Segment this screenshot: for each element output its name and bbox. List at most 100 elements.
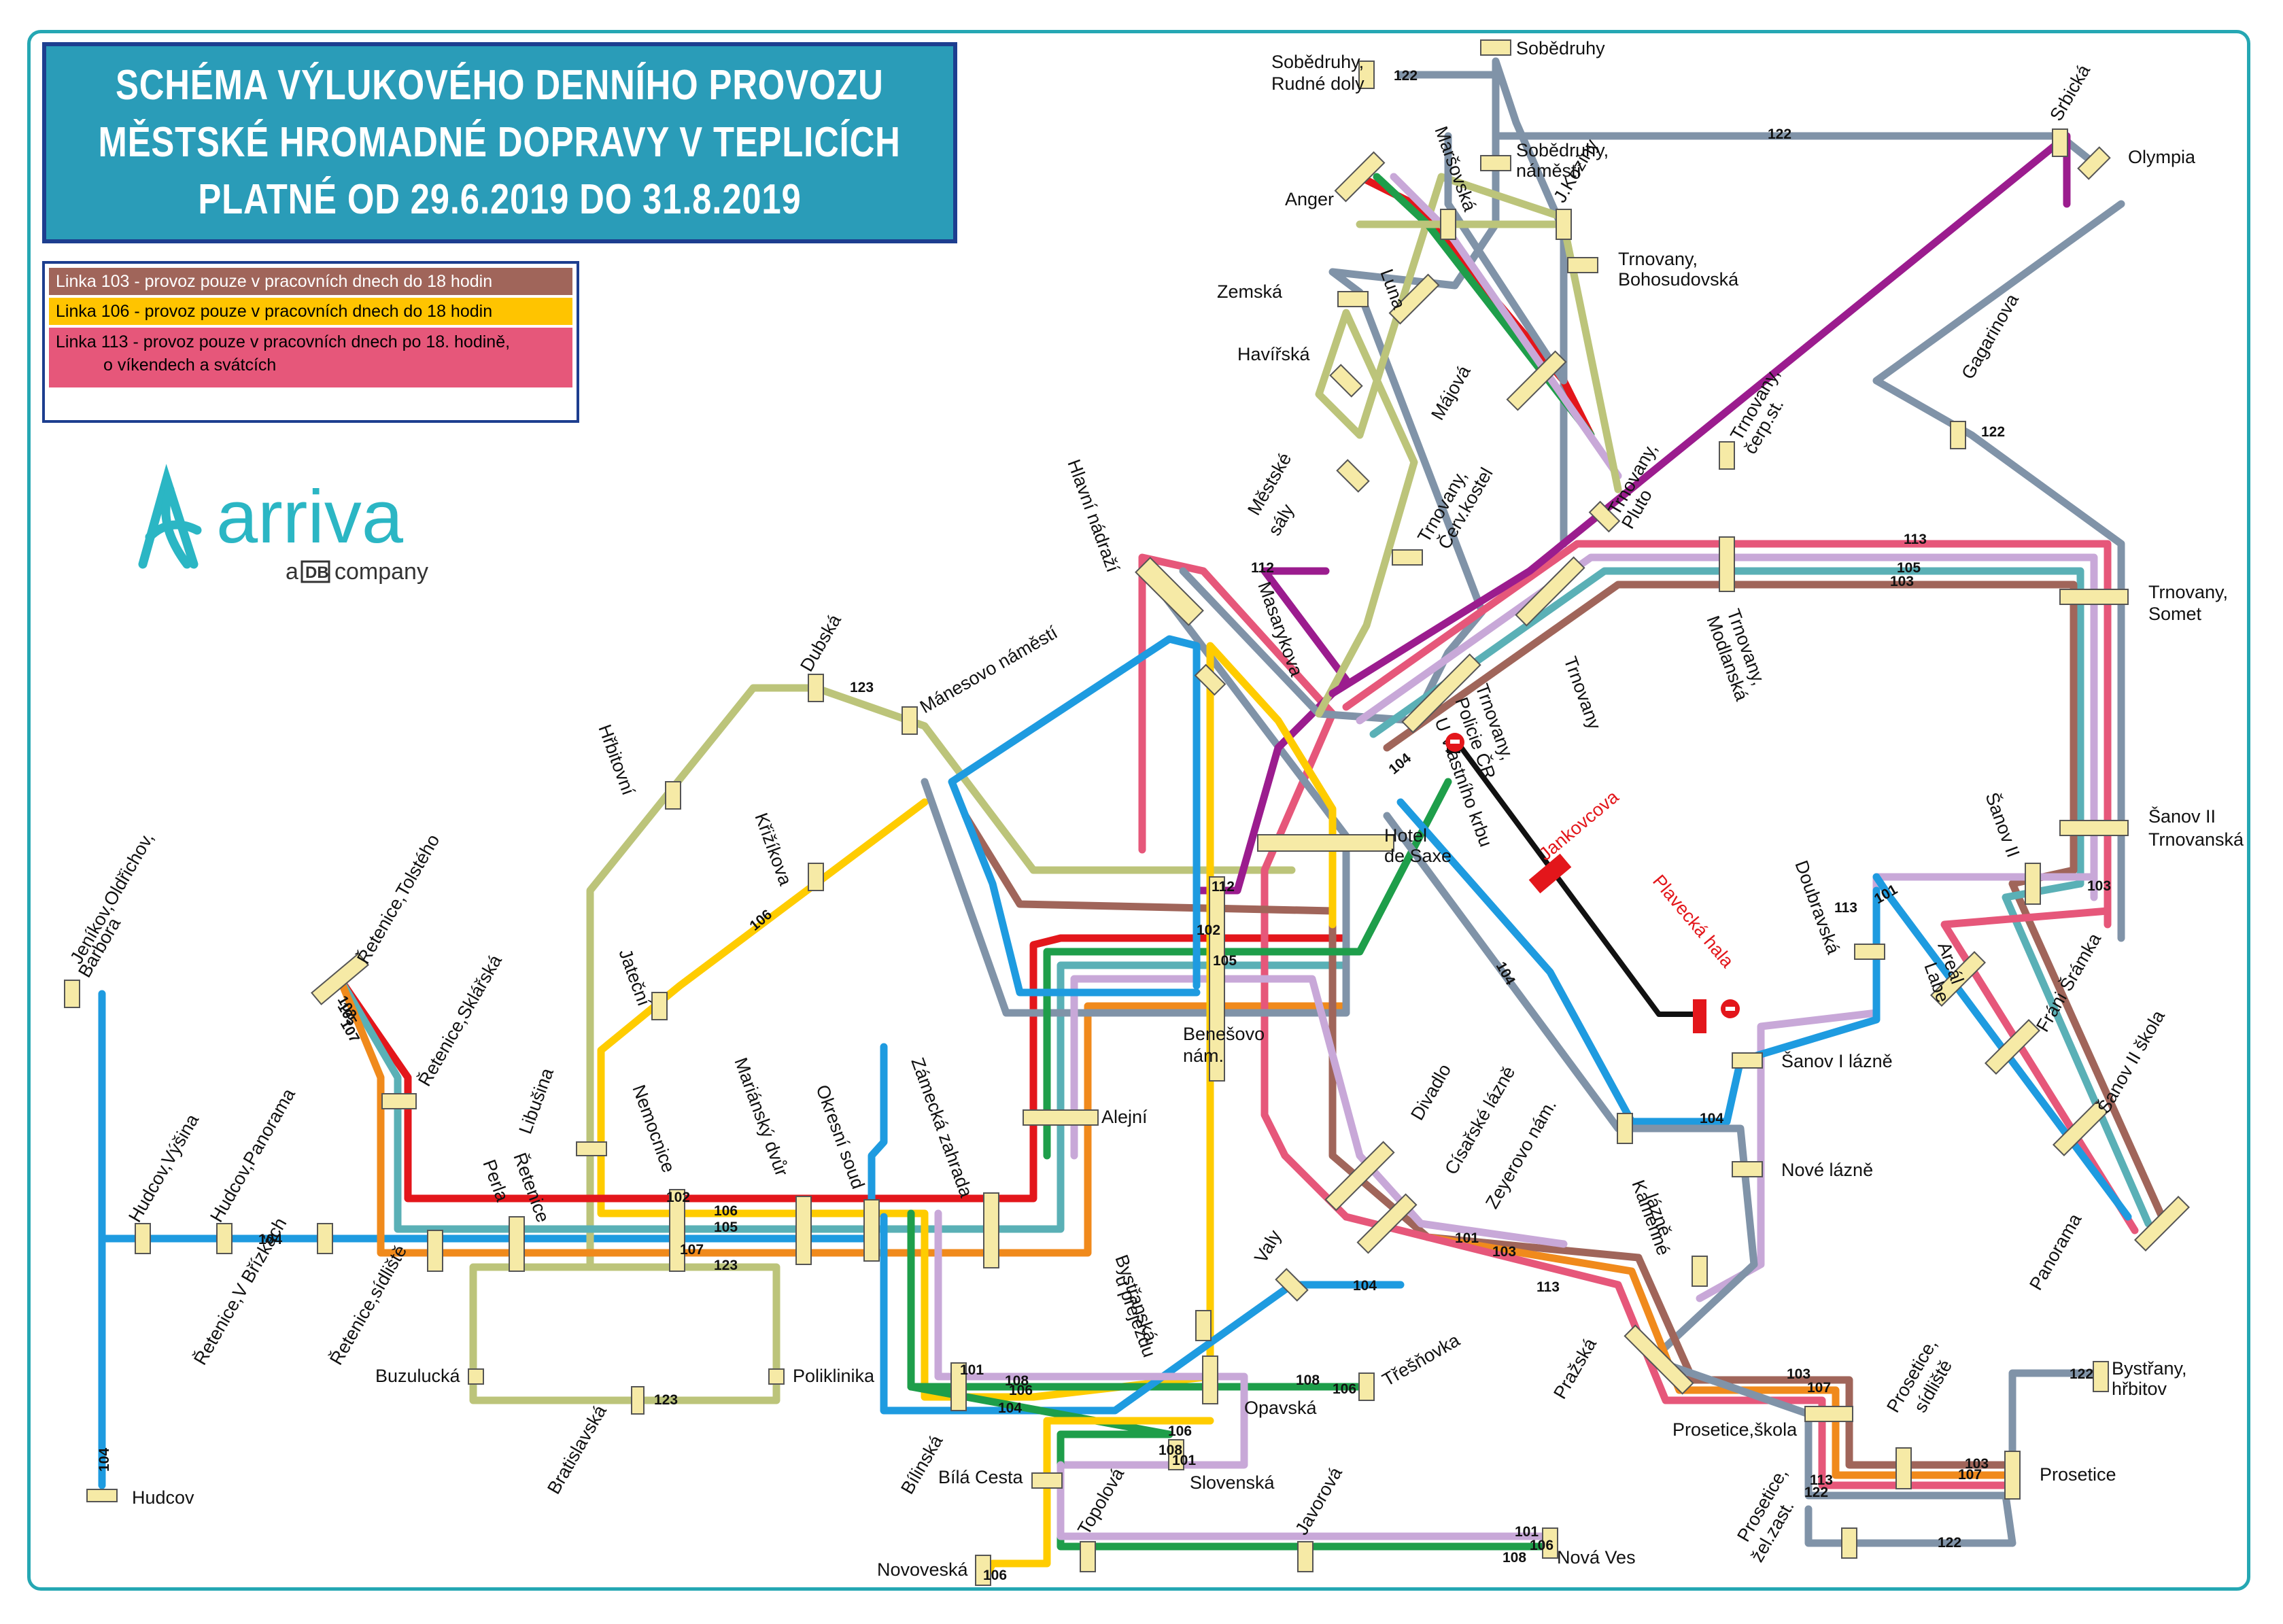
stop-marker[interactable] [808, 674, 824, 702]
stop-label-sanov-ii-trn-2: Trnovanská [2148, 829, 2244, 850]
stop-label-jenikov: Jeníkov,Oldřichov, [66, 829, 158, 967]
stop-marker[interactable] [1194, 663, 1226, 696]
stop-marker[interactable] [1506, 350, 1567, 411]
stop-marker[interactable] [1202, 1355, 1218, 1404]
stop-marker[interactable] [1297, 1541, 1314, 1572]
stop-label-olympia: Olympia [2128, 147, 2196, 167]
stop-marker[interactable] [795, 1196, 812, 1265]
stop-marker[interactable] [983, 1192, 999, 1268]
stop-marker[interactable] [1692, 1256, 1708, 1287]
stop-marker[interactable] [64, 980, 80, 1008]
stop-marker[interactable] [902, 706, 918, 735]
stop-marker[interactable] [1556, 209, 1572, 240]
stop-marker[interactable] [863, 1199, 880, 1262]
stop-marker[interactable] [1358, 61, 1375, 89]
stop-marker[interactable] [1567, 257, 1598, 273]
route-123 [469, 1263, 780, 1404]
stop-marker[interactable] [1984, 1018, 2041, 1075]
stop-marker[interactable] [1324, 1141, 1395, 1211]
stop-marker[interactable] [1168, 1439, 1184, 1470]
stop-label-majova: Májová [1427, 362, 1475, 424]
stop-marker[interactable] [651, 992, 668, 1020]
stop-marker[interactable] [975, 1555, 991, 1586]
route-number-103: 103 [1890, 574, 1914, 589]
stop-marker[interactable] [1542, 1527, 1558, 1559]
stop-marker[interactable] [1950, 421, 1966, 449]
stop-marker[interactable] [381, 1093, 417, 1109]
stop-marker[interactable] [2077, 146, 2111, 180]
stop-marker[interactable] [1388, 273, 1440, 325]
stop-marker[interactable] [1275, 1268, 1309, 1302]
route-104 [1396, 798, 1881, 1126]
stop-label-mestske-saly-2: sály [1264, 500, 1298, 539]
stop-marker[interactable] [1624, 1324, 1694, 1395]
route-number-101: 101 [960, 1362, 984, 1378]
stop-marker[interactable] [1392, 549, 1423, 566]
route-number-122: 122 [1804, 1485, 1828, 1500]
stop-marker[interactable] [808, 863, 824, 891]
stop-marker[interactable] [1719, 441, 1735, 470]
stop-marker[interactable] [1617, 1113, 1633, 1144]
stop-marker[interactable] [1080, 1541, 1096, 1572]
route-number-105: 105 [1897, 560, 1921, 576]
stop-marker[interactable] [135, 1223, 151, 1254]
stop-marker[interactable] [2004, 1451, 2021, 1500]
stop-marker[interactable] [950, 1362, 967, 1411]
stop-marker[interactable] [1329, 364, 1363, 398]
stop-marker[interactable] [1895, 1447, 1912, 1489]
route-101 [1356, 553, 2098, 901]
stop-marker[interactable] [2025, 863, 2041, 905]
stop-marker[interactable] [1440, 209, 1456, 240]
stop-marker[interactable] [1023, 1109, 1099, 1126]
stop-label-topolova: Topolová [1074, 1464, 1129, 1538]
stop-marker[interactable] [1334, 151, 1386, 203]
stop-marker[interactable] [317, 1223, 333, 1254]
no-entry-bar [1450, 740, 1460, 744]
stop-marker[interactable] [1929, 950, 1987, 1007]
route-number-102: 102 [666, 1190, 690, 1205]
stop-marker[interactable] [1336, 459, 1370, 493]
stop-label-marsovska: Maršovská [1430, 124, 1480, 215]
stop-marker[interactable] [1588, 500, 1621, 533]
stop-marker[interactable] [665, 781, 681, 810]
stop-marker[interactable] [311, 952, 369, 1005]
stop-marker[interactable] [1480, 39, 1511, 56]
stop-label-valy: Valy [1250, 1226, 1285, 1266]
stop-marker[interactable] [427, 1230, 443, 1272]
stop-marker[interactable] [2052, 1100, 2109, 1157]
stop-marker[interactable] [86, 1489, 118, 1502]
stop-marker[interactable] [1257, 834, 1394, 852]
arriva-logo-icon [138, 464, 202, 569]
stop-marker[interactable] [669, 1189, 685, 1272]
stop-marker[interactable] [2093, 1361, 2109, 1392]
stop-marker[interactable] [1732, 1161, 1763, 1177]
stop-marker[interactable] [768, 1368, 785, 1385]
stop-marker[interactable] [509, 1216, 525, 1272]
stop-marker[interactable] [1732, 1052, 1763, 1069]
stop-marker[interactable] [1480, 155, 1511, 171]
stop-marker[interactable] [1209, 876, 1225, 1082]
stop-marker[interactable] [1804, 1406, 1853, 1422]
stop-marker[interactable] [576, 1141, 607, 1156]
stop-marker[interactable] [2059, 589, 2129, 605]
stop-marker[interactable] [1515, 556, 1585, 627]
stop-marker[interactable] [1135, 557, 1204, 626]
stop-marker[interactable] [1401, 653, 1481, 733]
stop-label-retenice-perla-1: Řetenice [509, 1150, 554, 1225]
stop-marker[interactable] [1337, 291, 1369, 307]
stop-marker[interactable] [1195, 1310, 1212, 1341]
stop-marker[interactable] [1719, 536, 1735, 592]
stop-marker[interactable] [1356, 1193, 1418, 1254]
stop-marker[interactable] [468, 1368, 484, 1385]
stop-marker[interactable] [1854, 944, 1885, 960]
stop-marker[interactable] [2059, 820, 2129, 836]
stop-marker[interactable] [2052, 128, 2068, 157]
route-112 [1328, 132, 2071, 697]
legend-item-103: Linka 103 - provoz pouze v pracovních dn… [49, 268, 572, 295]
stop-marker[interactable] [631, 1386, 645, 1415]
stop-marker[interactable] [1841, 1527, 1857, 1559]
stop-marker[interactable] [2133, 1195, 2191, 1252]
stop-marker[interactable] [216, 1223, 233, 1254]
stop-marker[interactable] [1358, 1372, 1375, 1401]
stop-marker[interactable] [1031, 1472, 1063, 1489]
